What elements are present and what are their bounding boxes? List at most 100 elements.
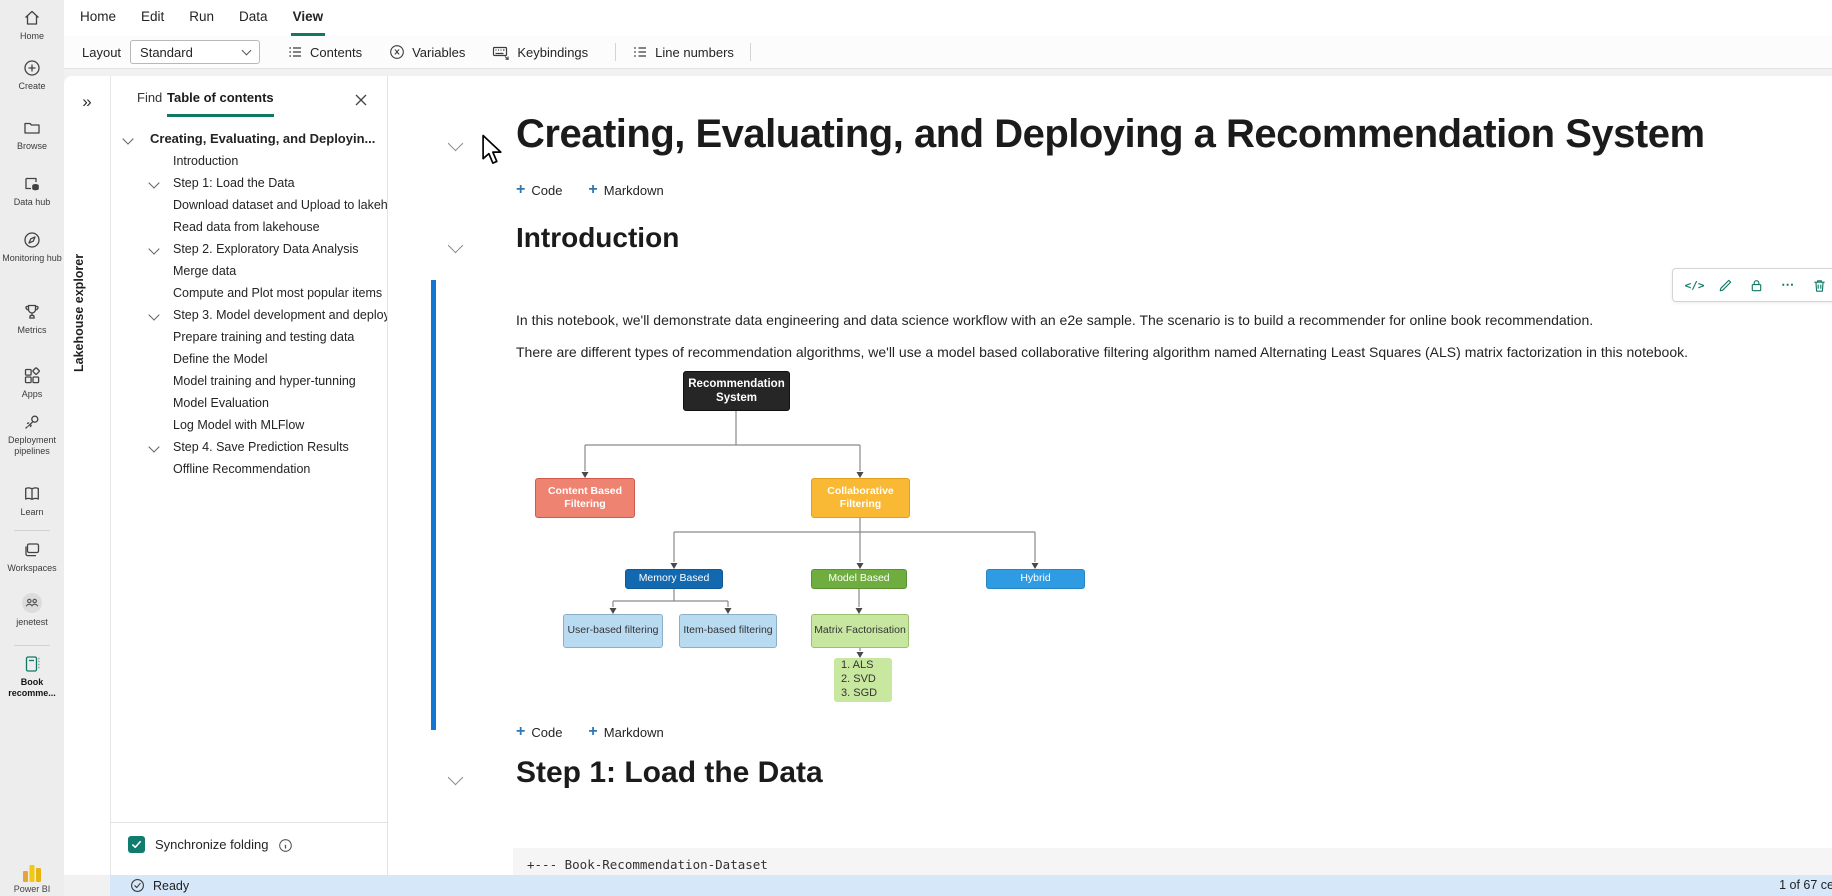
chevron-down-icon (241, 45, 252, 56)
toc-item[interactable]: Merge data (173, 264, 237, 278)
notebook-canvas: Creating, Evaluating, and Deploying a Re… (433, 76, 1832, 875)
contents-toggle[interactable]: Contents (287, 44, 362, 60)
synchronize-folding-label: Synchronize folding (155, 837, 269, 852)
book-open-icon (25, 487, 39, 500)
mouse-cursor (482, 134, 502, 164)
home-icon (25, 10, 39, 25)
toc-item[interactable]: Model training and hyper-tunning (173, 374, 356, 388)
rail-item-learn[interactable]: Learn (0, 484, 64, 518)
chevron-down-icon (148, 309, 160, 321)
notebook-icon (25, 656, 40, 672)
synchronize-folding-checkbox[interactable] (128, 836, 145, 853)
convert-to-code-icon[interactable]: </> (1684, 278, 1705, 292)
rail-item-workspaces[interactable]: Workspaces (0, 540, 64, 574)
add-code-button[interactable]: +Code (516, 181, 563, 198)
rail-item-notebook-book-recommendation[interactable]: Book recomme... (0, 654, 64, 699)
workspace-avatar-icon (22, 593, 42, 613)
rail-item-home[interactable]: Home (0, 8, 64, 42)
toc-item[interactable]: Step 2. Exploratory Data Analysis (110, 238, 387, 260)
add-markdown-button[interactable]: +Markdown (588, 181, 664, 198)
code-cell[interactable]: +--- Book-Recommendation-Dataset (513, 848, 1832, 875)
more-options-icon[interactable]: ⋯ (1781, 277, 1796, 292)
menu-view[interactable]: View (290, 0, 326, 36)
toc-item[interactable]: Introduction (173, 154, 239, 168)
close-icon[interactable] (353, 92, 369, 108)
plus-icon: + (516, 723, 526, 740)
tab-table-of-contents[interactable]: Table of contents (167, 90, 274, 117)
toc-footer: Synchronize folding (110, 822, 387, 875)
rail-item-apps[interactable]: Apps (0, 366, 64, 400)
toc-item[interactable]: Offline Recommendation (173, 462, 311, 476)
toc-item[interactable]: Define the Model (173, 352, 268, 366)
variables-icon (390, 45, 404, 59)
toc-item[interactable]: Creating, Evaluating, and Deployin... (110, 128, 387, 150)
toc-item[interactable]: Step 1: Load the Data (110, 172, 387, 194)
diagram-node-root: Recommendation System (683, 371, 790, 411)
expand-panel-icon[interactable]: » (82, 92, 92, 111)
add-markdown-button[interactable]: +Markdown (588, 723, 664, 740)
chevron-down-icon (148, 441, 160, 453)
cell-count-label: 1 of 67 ce (1779, 878, 1832, 892)
menu-data[interactable]: Data (239, 9, 268, 24)
tab-find[interactable]: Find (137, 90, 163, 105)
introduction-heading: Introduction (516, 222, 680, 253)
toc-item[interactable]: Step 3. Model development and deploy (110, 304, 387, 326)
toolbar-divider (615, 43, 617, 61)
panel-resize-indicator[interactable] (431, 280, 436, 730)
data-hub-icon (25, 177, 39, 191)
lakehouse-explorer-collapsed: » Lakehouse explorer (64, 76, 111, 875)
add-cell-row: +Code +Markdown (516, 722, 664, 742)
plus-icon: + (516, 181, 526, 198)
toc-item[interactable]: Read data from lakehouse (173, 220, 320, 234)
collapse-section-icon[interactable] (447, 237, 464, 254)
diagram-node-algorithms: 1. ALS 2. SVD 3. SGD (834, 658, 892, 702)
rail-item-monitoring-hub[interactable]: Monitoring hub (0, 230, 64, 264)
workspace-panel: » Lakehouse explorer Find Table of conte… (64, 76, 1832, 875)
variables-toggle[interactable]: Variables (389, 44, 465, 60)
lock-cell-icon[interactable] (1746, 274, 1768, 296)
toc-item[interactable]: Prepare training and testing data (173, 330, 355, 344)
toc-item[interactable]: Model Evaluation (173, 396, 269, 410)
layout-select[interactable]: Standard (130, 40, 261, 64)
keybindings-toggle[interactable]: Keybindings (492, 44, 588, 60)
toc-list: Creating, Evaluating, and Deployin... In… (110, 128, 387, 480)
powerbi-logo-icon (23, 865, 41, 882)
rail-item-data-hub[interactable]: Data hub (0, 174, 64, 208)
rail-item-metrics[interactable]: Metrics (0, 302, 64, 336)
chevron-down-icon (122, 133, 134, 145)
intro-paragraph-2: There are different types of recommendat… (516, 344, 1689, 360)
collapse-section-icon[interactable] (447, 135, 464, 152)
keyboard-icon (493, 46, 510, 60)
line-numbers-toggle[interactable]: Line numbers (632, 44, 734, 60)
recommendation-diagram: Recommendation System Content Based Filt… (526, 368, 1186, 713)
diagram-node-matrix-factorisation: Matrix Factorisation (811, 614, 909, 648)
add-code-button[interactable]: +Code (516, 723, 563, 740)
toc-item[interactable]: Log Model with MLFlow (173, 418, 305, 432)
cell-toolbar: </> ⋯ (1672, 268, 1832, 302)
edit-cell-icon[interactable] (1715, 274, 1737, 296)
toc-item[interactable]: Download dataset and Upload to lakeh... (173, 198, 387, 212)
apps-icon (24, 367, 40, 384)
diagram-node-content-based: Content Based Filtering (535, 478, 635, 518)
workspaces-icon (25, 543, 40, 557)
menu-run[interactable]: Run (189, 9, 215, 24)
rail-item-workspace-jenetest[interactable]: jenetest (0, 592, 64, 628)
info-icon[interactable] (278, 838, 293, 853)
menu-home[interactable]: Home (80, 9, 117, 24)
rail-item-deployment-pipelines[interactable]: Deployment pipelines (0, 412, 64, 457)
collapse-section-icon[interactable] (447, 769, 464, 786)
rail-item-create[interactable]: Create (0, 58, 64, 92)
menu-edit[interactable]: Edit (141, 9, 165, 24)
rail-divider (14, 645, 50, 646)
toc-item[interactable]: Compute and Plot most popular items (173, 286, 383, 300)
rail-item-browse[interactable]: Browse (0, 118, 64, 152)
delete-cell-icon[interactable] (1808, 274, 1830, 296)
powerbi-brand: Power BI (0, 862, 64, 895)
toc-item[interactable]: Step 4. Save Prediction Results (110, 436, 387, 458)
app-rail: Home Create Browse Data hub Monitoring h… (0, 0, 64, 896)
lakehouse-explorer-title: Lakehouse explorer (72, 253, 86, 372)
diagram-connectors (581, 411, 1039, 658)
code-output-line: +--- Book-Recommendation-Dataset (527, 857, 768, 872)
line-numbers-icon (634, 47, 647, 57)
check-circle-icon (131, 879, 144, 892)
